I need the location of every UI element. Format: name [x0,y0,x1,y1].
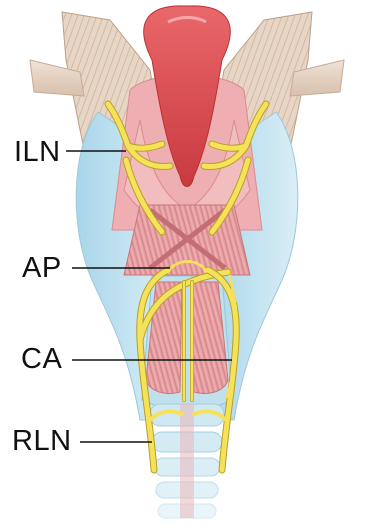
label-iln: ILN [14,138,61,167]
label-ap: AP [22,254,62,283]
label-ca: CA [21,345,62,374]
label-rln: RLN [12,427,72,456]
trachea [150,404,224,518]
